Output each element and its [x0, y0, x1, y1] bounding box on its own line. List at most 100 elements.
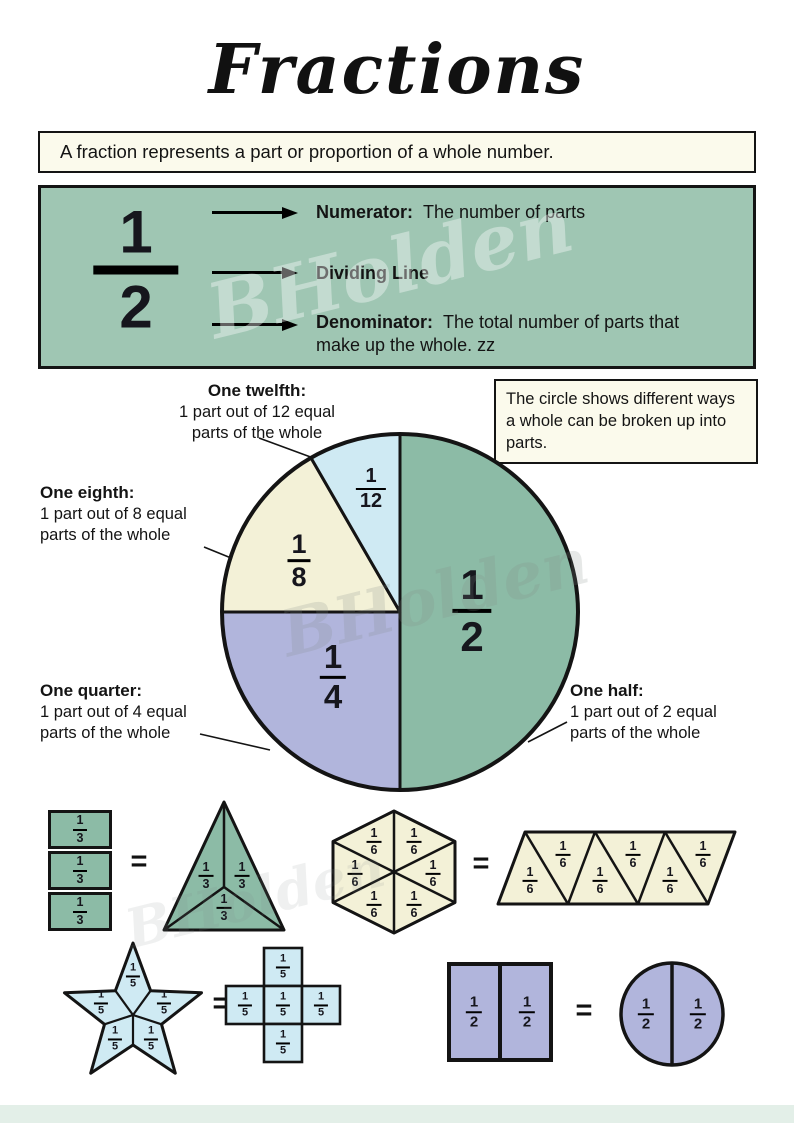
- fraction-one-sixth: 1 6: [695, 839, 711, 871]
- fraction-one-fifth: 1 5: [275, 952, 291, 981]
- dividing-line-term: Dividing Line: [316, 263, 430, 283]
- definition-box: A fraction represents a part or proporti…: [38, 131, 756, 173]
- star-divider: [104, 1013, 134, 1026]
- thirds-rectangle-stack: 1 3 1 3 1 3: [48, 810, 112, 933]
- fraction-example-one-half: 1 2: [93, 198, 179, 341]
- pie-label-desc: 1 part out of 8 equal parts of the whole: [40, 504, 187, 544]
- anatomy-row-numerator: Numerator: The number of parts: [316, 201, 736, 224]
- halves-square-diagram: [447, 962, 553, 1062]
- star-divider: [132, 1013, 162, 1026]
- pie-outline: [220, 432, 580, 792]
- footer-strip: [0, 1105, 794, 1123]
- fraction-one-third: 1 3: [198, 860, 214, 892]
- pie-label-eighth: One eighth: 1 part out of 8 equal parts …: [40, 482, 215, 546]
- arrow-icon: [212, 323, 282, 326]
- thirds-triangle-diagram: [162, 800, 286, 932]
- pie-chart: [220, 432, 580, 792]
- parallelogram-diagonal: [523, 831, 570, 905]
- pie-slice-quarter: [220, 610, 402, 792]
- fraction-one-sixth: 1 6: [425, 858, 441, 890]
- pie-label-title: One half:: [570, 681, 644, 700]
- third-rect: 1 3: [48, 851, 112, 890]
- fraction-one-sixth: 1 6: [625, 839, 641, 871]
- pie-fraction-eighth: 1 8: [287, 529, 311, 593]
- equals-sign: =: [472, 847, 490, 880]
- pie-label-twelfth: One twelfth: 1 part out of 12 equal part…: [168, 380, 346, 444]
- fifths-star-diagram: [63, 941, 203, 1075]
- parallelogram-diagonal: [593, 831, 640, 905]
- fraction-one-fifth: 1 5: [93, 988, 109, 1017]
- fraction-one-fifth: 1 5: [313, 990, 329, 1019]
- numerator-term: Numerator:: [316, 202, 414, 222]
- equals-sign: =: [130, 845, 148, 878]
- denominator-value: 2: [93, 265, 179, 341]
- fraction-one-sixth: 1 6: [592, 865, 608, 897]
- pie-label-desc: 1 part out of 4 equal parts of the whole: [40, 702, 187, 742]
- third-rect: 1 3: [48, 892, 112, 931]
- hexagon-divider: [332, 840, 395, 874]
- parallelogram-diagonal: [663, 831, 710, 905]
- fraction-one-sixth: 1 6: [406, 889, 422, 921]
- fraction-one-fifth: 1 5: [125, 961, 141, 990]
- numerator-value: 1: [119, 198, 153, 266]
- fraction-one-half: 1 2: [465, 993, 483, 1031]
- fraction-one-fifth: 1 5: [107, 1024, 123, 1053]
- pie-label-desc: 1 part out of 12 equal parts of the whol…: [179, 402, 335, 442]
- fraction-one-sixth: 1 6: [366, 826, 382, 858]
- pie-label-half: One half: 1 part out of 2 equal parts of…: [570, 680, 750, 744]
- fraction-one-fifth: 1 5: [275, 990, 291, 1019]
- triangle-divider: [223, 885, 285, 932]
- fraction-one-third: 1 3: [216, 892, 232, 924]
- star-divider: [132, 990, 152, 1016]
- pie-fraction-half: 1 2: [452, 561, 492, 661]
- fraction-one-fifth: 1 5: [275, 1028, 291, 1057]
- pie-label-title: One quarter:: [40, 681, 143, 700]
- fraction-one-fifth: 1 5: [143, 1024, 159, 1053]
- pie-fraction-quarter: 1 4: [319, 639, 347, 715]
- hexagon-divider: [332, 870, 395, 904]
- fraction-one-third: 1 3: [234, 860, 250, 892]
- fraction-one-sixth: 1 6: [662, 865, 678, 897]
- fraction-one-sixth: 1 6: [522, 865, 538, 897]
- denominator-desc: The total number of parts that make up t…: [316, 312, 680, 356]
- triangle-divider: [163, 885, 225, 932]
- fraction-one-sixth: 1 6: [347, 858, 363, 890]
- fraction-anatomy-box: [38, 185, 756, 369]
- arrow-icon: [212, 271, 282, 274]
- numerator-desc: The number of parts: [423, 202, 586, 222]
- pie-label-title: One twelfth:: [207, 381, 307, 400]
- definition-text: A fraction represents a part or proporti…: [60, 141, 554, 162]
- hexagon-divider: [393, 870, 456, 904]
- page-title: Fractions: [208, 30, 586, 110]
- circle-note-box: The circle shows different ways a whole …: [494, 379, 758, 465]
- fifths-cross-diagram: [224, 946, 342, 1064]
- circle-note-text: The circle shows different ways a whole …: [506, 390, 735, 452]
- fraction-one-sixth: 1 6: [555, 839, 571, 871]
- denominator-term: Denominator:: [316, 312, 433, 332]
- fraction-one-sixth: 1 6: [366, 889, 382, 921]
- equals-sign: =: [575, 994, 593, 1027]
- anatomy-row-dividing-line: Dividing Line: [316, 262, 736, 285]
- arrow-icon: [212, 211, 282, 214]
- sixths-hexagon-diagram: [331, 809, 457, 935]
- pie-label-title: One eighth:: [40, 483, 135, 502]
- fraction-one-half: 1 2: [518, 993, 536, 1031]
- pie-label-desc: 1 part out of 2 equal parts of the whole: [570, 702, 717, 742]
- parallelogram-divider: [566, 831, 597, 905]
- third-rect: 1 3: [48, 810, 112, 849]
- anatomy-row-denominator: Denominator:The total number of parts th…: [316, 311, 688, 358]
- parallelogram-divider: [636, 831, 667, 905]
- fraction-one-third: 1 3: [72, 854, 88, 886]
- star-divider: [114, 990, 134, 1016]
- fraction-one-sixth: 1 6: [406, 826, 422, 858]
- hexagon-divider: [393, 840, 456, 874]
- pie-label-quarter: One quarter: 1 part out of 4 equal parts…: [40, 680, 215, 744]
- fraction-one-fifth: 1 5: [237, 990, 253, 1019]
- fraction-one-third: 1 3: [72, 895, 88, 927]
- fraction-one-fifth: 1 5: [156, 988, 172, 1017]
- fraction-one-third: 1 3: [72, 813, 88, 845]
- fraction-one-half: 1 2: [637, 995, 655, 1033]
- pie-fraction-twelfth: 1 12: [355, 465, 387, 513]
- halves-circle-diagram: [619, 961, 725, 1067]
